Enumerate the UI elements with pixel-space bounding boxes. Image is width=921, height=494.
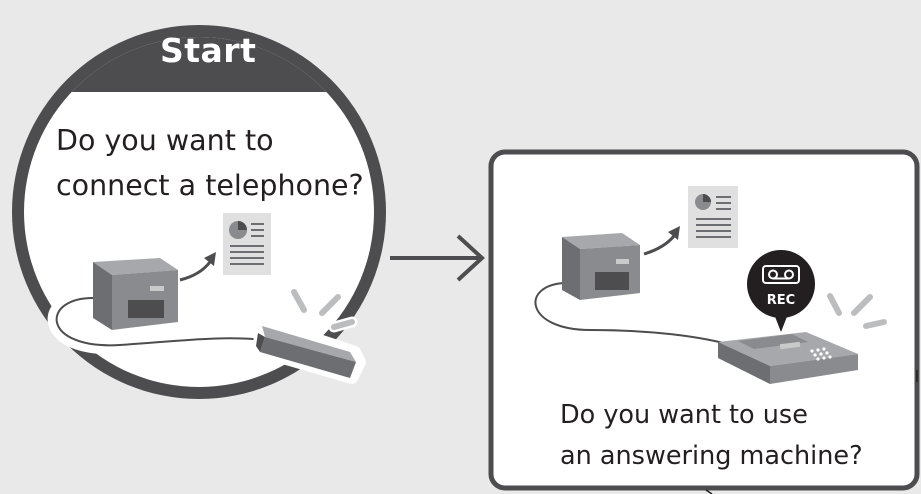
start-title: Start	[160, 31, 257, 70]
flow-arrow	[390, 234, 485, 282]
telephone-cable	[47, 288, 274, 355]
send-arrow	[179, 261, 212, 282]
fax-machine-icon	[718, 293, 887, 384]
document-icon	[688, 186, 738, 248]
question-line: an answering machine?	[560, 441, 863, 471]
send-arrow-head	[204, 252, 216, 266]
printer-icon	[93, 258, 178, 330]
rec-badge: REC	[747, 250, 815, 332]
rec-label: REC	[767, 293, 795, 308]
telephone-icon	[252, 286, 366, 384]
voicemail-icon	[762, 265, 800, 284]
send-arrow	[643, 235, 676, 256]
ring-marks	[288, 286, 358, 333]
answering-machine-question: Do you want to use an answering machine?	[560, 395, 863, 477]
document-icon	[221, 211, 273, 277]
fax-cable	[534, 282, 736, 347]
question-line: Do you want to use	[560, 400, 808, 430]
send-arrow-head	[668, 226, 680, 240]
telephone-question: Do you want to connect a telephone?	[56, 118, 364, 208]
question-line: connect a telephone?	[56, 169, 364, 202]
printer-icon	[562, 233, 640, 300]
ring-marks	[827, 293, 887, 329]
question-line: Do you want to	[56, 124, 274, 157]
